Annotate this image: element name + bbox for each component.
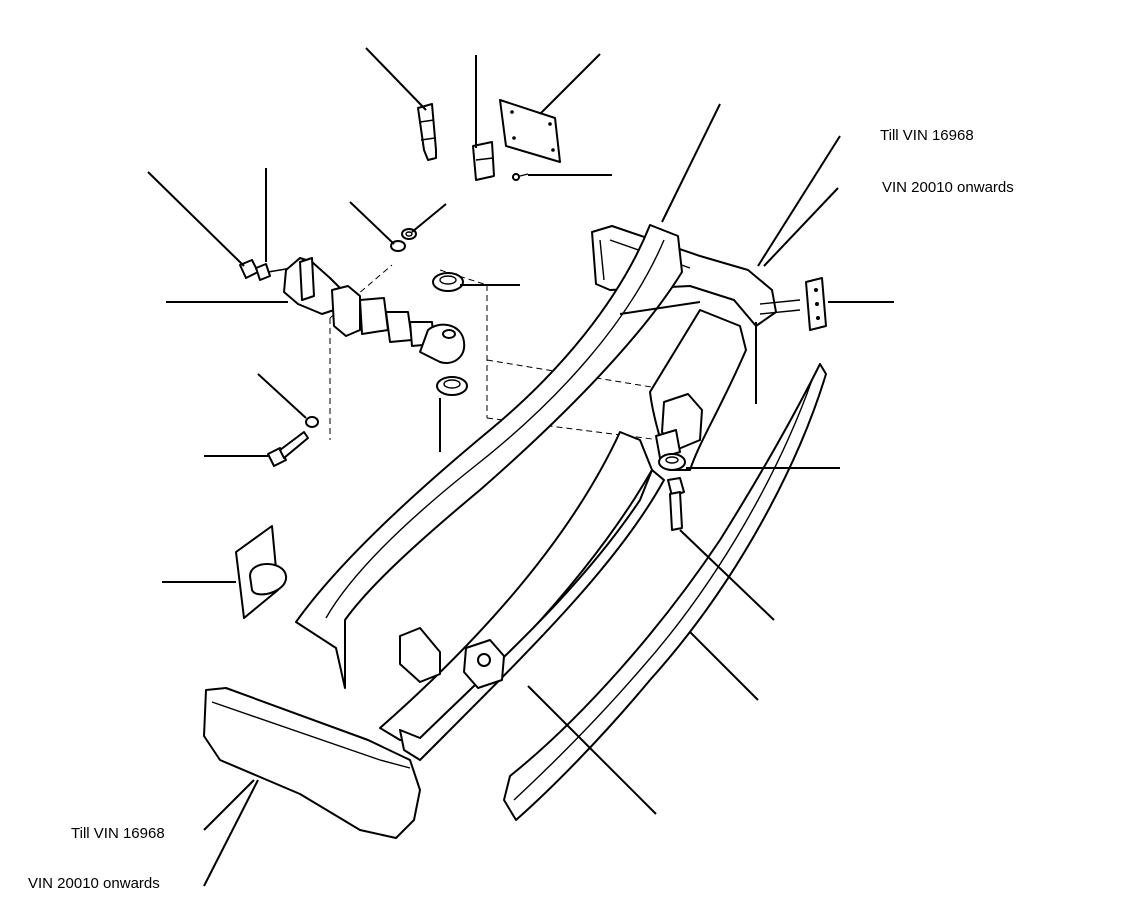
- left-end-cap: [203, 687, 421, 839]
- top-bracket-plate: [472, 141, 495, 181]
- number-plate-bracket: [499, 99, 561, 163]
- bracket-clamp-assembly: [655, 393, 703, 459]
- leader-lines: [147, 47, 894, 887]
- rubber-bush-upper: [432, 272, 464, 292]
- label-left-till-vin: Till VIN 16968: [71, 825, 165, 842]
- assembly-guide-lines: [329, 264, 701, 441]
- bumper-bar: [295, 224, 683, 689]
- label-right-till-vin: Till VIN 16968: [880, 127, 974, 144]
- clamp-bolt: [667, 477, 685, 531]
- mounting-bolt-left: [267, 431, 309, 467]
- washer-clamp: [658, 453, 686, 471]
- lower-armature: [399, 627, 505, 689]
- rubber-bush-lower: [436, 376, 468, 396]
- overrider-strip: [503, 363, 827, 821]
- bracket-fixing-lines: [759, 299, 801, 315]
- rubber-buffer: [235, 525, 287, 619]
- top-bracket-small: [417, 103, 437, 161]
- label-left-vin-onwards: VIN 20010 onwards: [28, 875, 160, 892]
- label-right-vin-onwards: VIN 20010 onwards: [882, 179, 1014, 196]
- end-cap-bracket-right: [805, 277, 827, 331]
- shock-absorber-assembly: [239, 257, 466, 364]
- plate-screw: [511, 173, 529, 181]
- washer-small: [305, 416, 319, 428]
